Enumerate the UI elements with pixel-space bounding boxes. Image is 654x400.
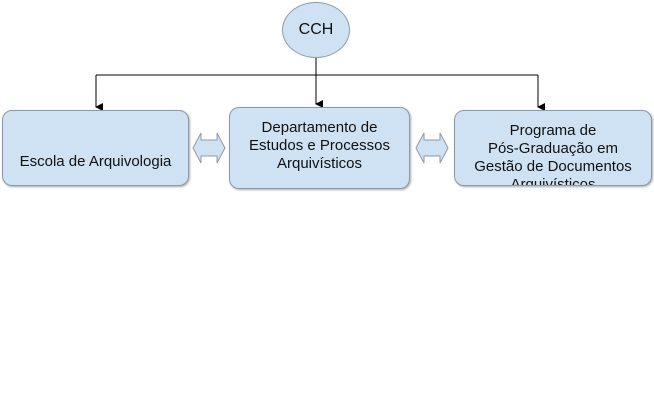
node-departamento: Departamento de Estudos e Processos Arqu… xyxy=(229,107,410,189)
root-node-cch: CCH xyxy=(282,2,350,58)
node-label: Escola de Arquivologia xyxy=(19,153,172,170)
label-line: Departamento de xyxy=(261,119,378,136)
label-line: Estudos e Processos xyxy=(249,137,390,154)
label-line: Arquivísticos xyxy=(276,155,363,172)
root-label: CCH xyxy=(298,21,334,38)
node-programa-pos-graduacao: Programa de Pós-Graduação em Gestão de D… xyxy=(454,110,652,186)
double-arrow-left xyxy=(192,132,226,164)
node-label: Departamento de Estudos e Processos Arqu… xyxy=(249,119,390,173)
label-line: Programa de xyxy=(509,122,597,139)
label-line: Gestão de Documentos xyxy=(474,158,632,175)
double-arrow-right xyxy=(415,132,449,164)
label-line: Pós-Graduação em xyxy=(487,140,619,157)
label-line: Arquivísticos xyxy=(510,176,596,186)
node-label: Programa de Pós-Graduação em Gestão de D… xyxy=(455,122,651,186)
node-escola-arquivologia: Escola de Arquivologia xyxy=(2,110,189,186)
